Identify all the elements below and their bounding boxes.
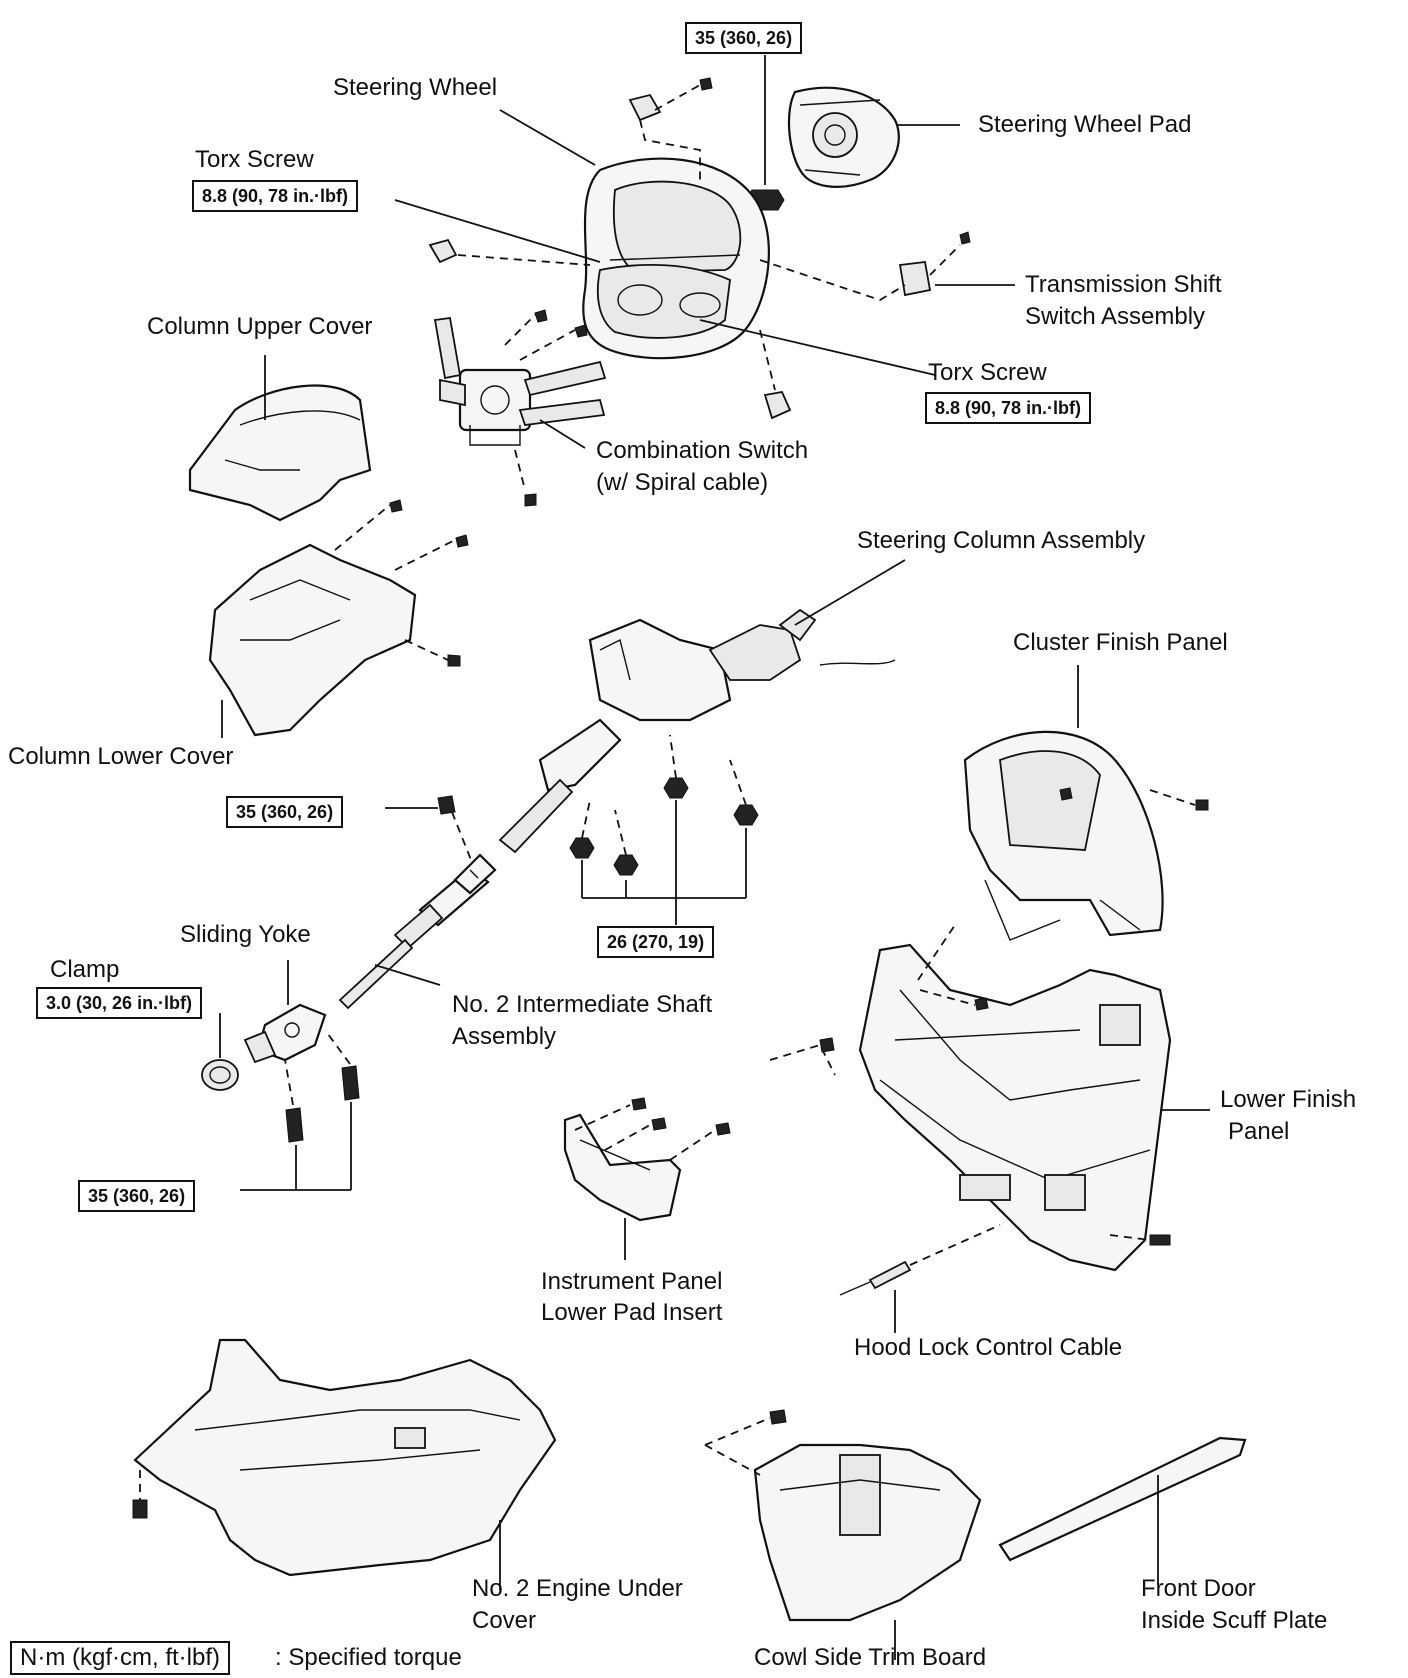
label-cowl-side-trim-board: Cowl Side Trim Board — [754, 1644, 987, 1671]
column-nut-b — [733, 804, 759, 826]
front-door-scuff-plate — [998, 1436, 1247, 1562]
column-nut-d — [613, 854, 639, 876]
cowl-side-trim-board — [753, 1443, 982, 1622]
label-column-lower-cover: Column Lower Cover — [8, 743, 234, 770]
legend-unit-box: N·m (kgf·cm, ft·lbf) — [10, 1641, 230, 1675]
label-transmission-shift-1: Transmission Shift — [1025, 271, 1222, 298]
torque-box-wheel-nut: 35 (360, 26) — [685, 22, 803, 54]
label-hood-lock-cable: Hood Lock Control Cable — [854, 1334, 1123, 1361]
label-engine-under-cover-2: Cover — [472, 1607, 537, 1634]
engine-under-cover — [133, 1338, 557, 1577]
label-transmission-shift-2: Switch Assembly — [1025, 303, 1206, 330]
label-torx-screw-right: Torx Screw — [928, 359, 1047, 386]
label-front-door-2: Inside Scuff Plate — [1141, 1607, 1328, 1634]
cluster-finish-panel — [963, 730, 1164, 941]
torque-box-column-bolt: 35 (360, 26) — [226, 796, 344, 828]
torque-box-column-nuts: 26 (270, 19) — [597, 926, 715, 958]
hood-lock-cable — [839, 1260, 912, 1296]
torque-box-clamp: 3.0 (30, 26 in.·lbf) — [36, 987, 203, 1019]
torque-box-torx-left: 8.8 (90, 78 in.·lbf) — [192, 180, 359, 212]
instrument-panel-lower-pad-insert — [563, 1113, 682, 1222]
label-steering-column-assembly: Steering Column Assembly — [857, 527, 1146, 554]
column-bolt — [437, 795, 456, 815]
label-steering-wheel-pad: Steering Wheel Pad — [978, 111, 1192, 138]
horn-contact-top — [628, 77, 713, 122]
wire-clip-lower — [763, 390, 792, 420]
label-engine-under-cover-1: No. 2 Engine Under — [472, 1575, 683, 1602]
steering-wheel — [582, 157, 770, 360]
label-intermediate-shaft-1: No. 2 Intermediate Shaft — [452, 991, 713, 1018]
sliding-yoke — [243, 1003, 327, 1064]
combination-switch — [433, 316, 607, 446]
wire-clip-left — [428, 238, 458, 264]
intermediate-shaft — [338, 853, 497, 1010]
torque-box-torx-right: 8.8 (90, 78 in.·lbf) — [925, 392, 1092, 424]
label-front-door-1: Front Door — [1141, 1575, 1256, 1602]
label-steering-wheel: Steering Wheel — [333, 74, 498, 101]
column-nut-c — [569, 837, 595, 859]
legend-meaning: : Specified torque — [275, 1644, 462, 1671]
label-cluster-finish-panel: Cluster Finish Panel — [1013, 629, 1228, 656]
clamp — [201, 1059, 239, 1091]
label-instrument-panel-2: Lower Pad Insert — [541, 1299, 723, 1326]
label-clamp: Clamp — [50, 956, 120, 983]
torque-box-yoke-bolts: 35 (360, 26) — [78, 1180, 196, 1212]
label-lower-finish-panel-1: Lower Finish — [1220, 1086, 1357, 1113]
steering-column-assembly — [498, 608, 896, 854]
lower-finish-panel — [858, 943, 1172, 1272]
label-sliding-yoke: Sliding Yoke — [180, 921, 311, 948]
label-instrument-panel-1: Instrument Panel — [541, 1268, 723, 1295]
label-torx-screw-left: Torx Screw — [195, 146, 314, 173]
label-combination-switch-2: (w/ Spiral cable) — [596, 469, 769, 496]
column-nut-a — [663, 777, 689, 799]
yoke-bolt-a — [285, 1107, 304, 1143]
column-lower-cover — [208, 543, 417, 737]
label-lower-finish-panel-2: Panel — [1228, 1118, 1290, 1145]
yoke-bolt-b — [341, 1065, 360, 1101]
column-upper-cover — [188, 384, 372, 522]
steering-wheel-pad — [787, 86, 900, 188]
label-combination-switch-1: Combination Switch — [596, 437, 809, 464]
label-intermediate-shaft-2: Assembly — [452, 1023, 557, 1050]
label-column-upper-cover: Column Upper Cover — [147, 313, 373, 340]
